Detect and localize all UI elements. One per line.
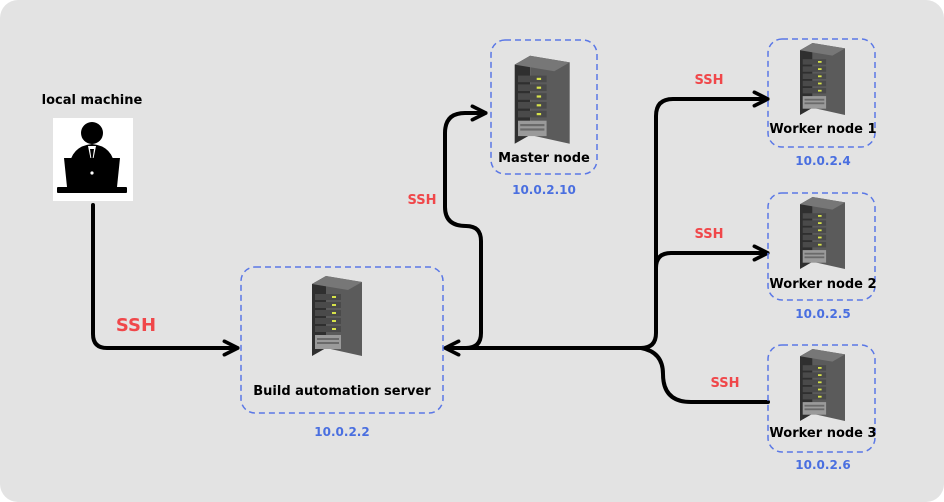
ssh-label-master: SSH	[407, 193, 436, 208]
ssh-label-worker-1: SSH	[694, 73, 723, 88]
worker-node-2-ip: 10.0.2.5	[795, 307, 850, 321]
build-server-node[interactable]: Build automation server	[240, 266, 444, 414]
worker-node-1-box[interactable]	[767, 38, 876, 148]
build-server-box[interactable]	[240, 266, 444, 414]
server-rack-icon	[800, 43, 845, 115]
worker-node-1-label: Worker node 1	[769, 122, 876, 137]
server-rack-icon	[800, 349, 845, 421]
ssh-label-worker-2: SSH	[694, 227, 723, 242]
edge-build-to-worker3	[639, 346, 770, 404]
worker-node-1-ip: 10.0.2.4	[795, 154, 850, 168]
worker-node-2-label: Worker node 2	[769, 277, 876, 292]
connections	[91, 99, 770, 404]
ssh-label-local: SSH	[116, 315, 156, 336]
ssh-label-worker-3: SSH	[710, 376, 739, 391]
edge-build-to-master	[443, 113, 485, 348]
local-machine-node: local machine	[42, 93, 143, 201]
edge-build-to-worker1	[639, 99, 767, 350]
worker-node-2[interactable]: Worker node 2	[767, 192, 877, 301]
edge-local-to-build	[91, 203, 237, 348]
build-server-ip: 10.0.2.2	[314, 425, 369, 439]
master-node-ip: 10.0.2.10	[512, 183, 576, 197]
worker-node-3-ip: 10.0.2.6	[795, 458, 850, 472]
edge-build-to-worker2	[654, 253, 767, 270]
server-rack-icon	[800, 197, 845, 269]
worker-node-2-box[interactable]	[767, 192, 876, 301]
master-node[interactable]: Master node	[490, 39, 598, 175]
worker-node-3-box[interactable]	[767, 344, 876, 453]
worker-node-1[interactable]: Worker node 1	[767, 38, 877, 148]
local-machine-label: local machine	[42, 93, 143, 108]
server-rack-icon	[312, 276, 362, 356]
build-server-label: Build automation server	[253, 384, 431, 399]
server-rack-icon	[514, 55, 570, 144]
worker-node-3-label: Worker node 3	[769, 426, 876, 441]
worker-node-3[interactable]: Worker node 3	[767, 344, 877, 453]
master-node-label: Master node	[498, 151, 590, 166]
master-node-box[interactable]	[490, 39, 598, 175]
person-laptop-icon	[57, 122, 127, 193]
